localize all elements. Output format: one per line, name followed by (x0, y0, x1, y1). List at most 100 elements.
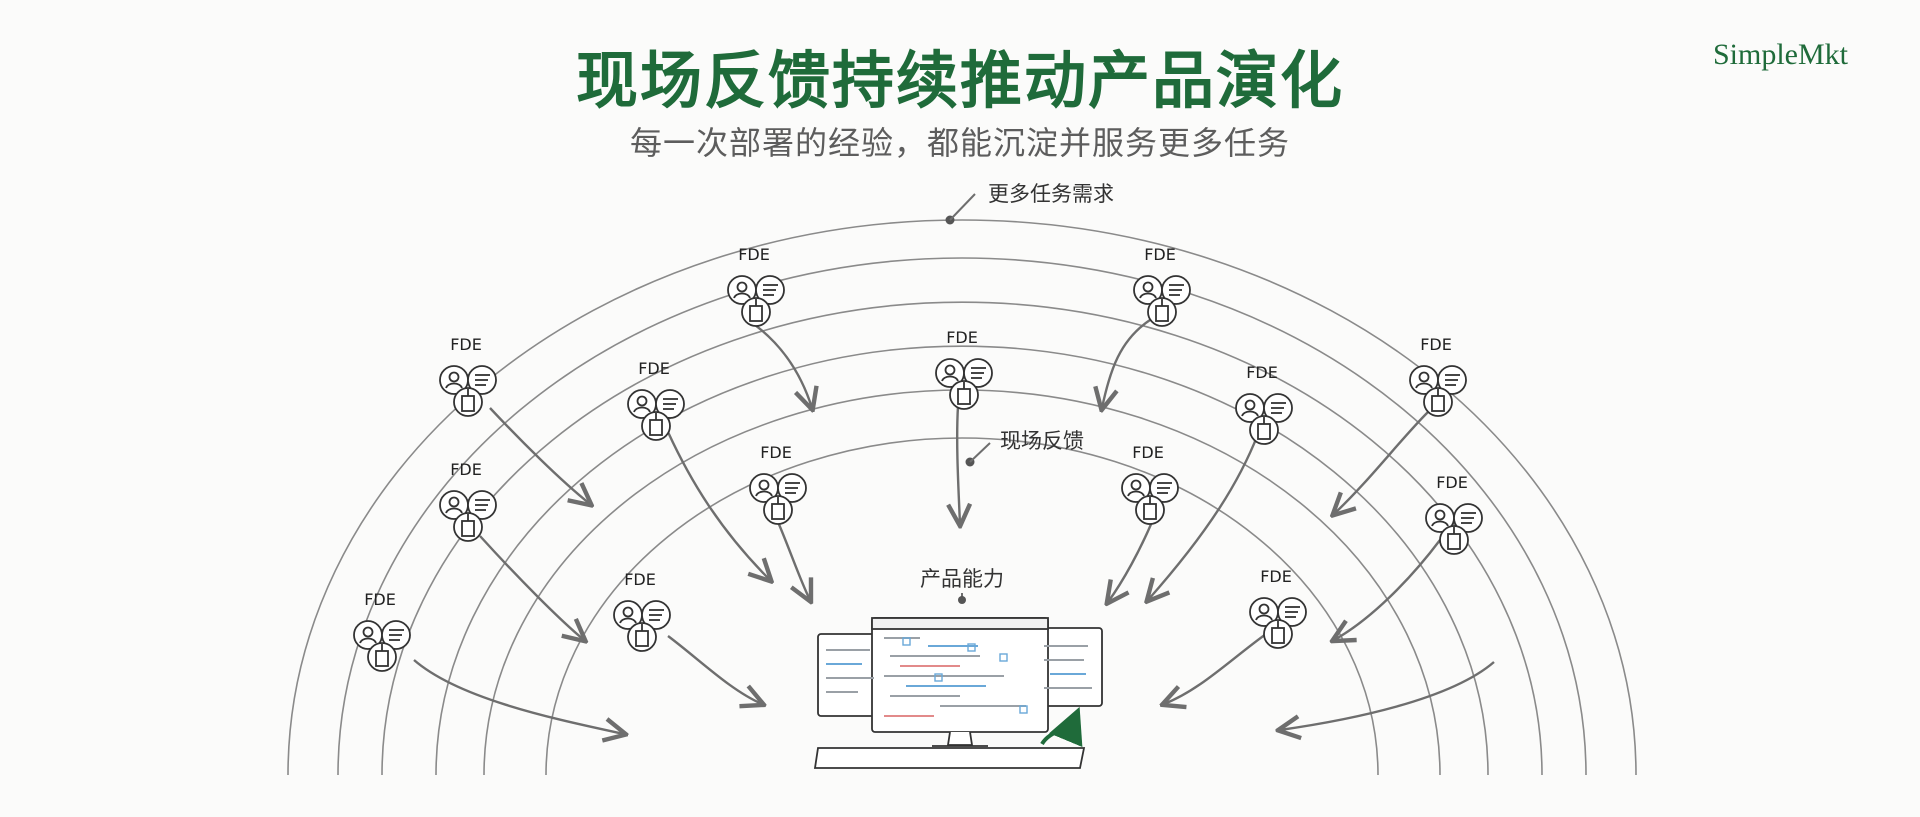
person-body (633, 406, 651, 413)
feedback-arrow-7 (1148, 433, 1260, 600)
building-icon (763, 495, 793, 525)
fde-node-label: FDE (1420, 335, 1452, 354)
monitor-stand (946, 731, 974, 746)
person-head (1258, 603, 1270, 615)
building-icon (367, 642, 397, 672)
person-head (362, 626, 374, 638)
fde-node: FDE (439, 335, 497, 417)
fde-node: FDE (749, 443, 807, 525)
fde-node: FDE (439, 460, 497, 542)
building-icon (1147, 297, 1177, 327)
person-body (1431, 520, 1449, 527)
building-icon (1135, 495, 1165, 525)
outer-label-text: 更多任务需求 (988, 182, 1114, 206)
fde-node: FDE (1133, 245, 1191, 327)
building-icon (1423, 387, 1453, 417)
building-icon (627, 622, 657, 652)
product-capability-label: 产品能力 (920, 567, 1004, 604)
circular-arrow-icon (1040, 706, 1083, 748)
fde-node-label: FDE (450, 335, 482, 354)
screen-content (826, 637, 1092, 717)
person-body (619, 617, 637, 624)
ring-6 (545, 437, 1379, 776)
building-icon (453, 512, 483, 542)
ring-4 (435, 345, 1489, 776)
feedback-arrow-5 (1334, 411, 1429, 514)
fde-nodes: FDE FDE FDE FDE FDE FDE FDE FDE FDE FDE FDE FDE FDE F… (353, 245, 1483, 672)
computer-base (813, 747, 1086, 769)
page-title: 现场反馈持续推动产品演化 (575, 44, 1344, 117)
outer-label-leader (949, 193, 976, 221)
feedback-arrow-11 (1334, 539, 1441, 640)
fde-node: FDE (627, 359, 685, 441)
person-head (944, 364, 956, 376)
fde-node-label: FDE (760, 443, 792, 462)
feedback-arrow-13 (1280, 661, 1495, 730)
screen-box-5 (1019, 705, 1028, 714)
building-icon (1439, 525, 1469, 555)
feedback-arrow-3 (957, 405, 960, 524)
building-icon (741, 297, 771, 327)
fde-node-label: FDE (1436, 473, 1468, 492)
person-head (448, 496, 460, 508)
outer-demand-label: 更多任务需求 (945, 182, 1114, 225)
fde-node-label: FDE (624, 570, 656, 589)
person-head (758, 479, 770, 491)
fde-node: FDE (353, 590, 411, 672)
feedback-arrow-10 (479, 535, 584, 640)
fde-node: FDE (1425, 473, 1483, 555)
ring-3 (381, 301, 1543, 776)
fde-node: FDE (1121, 443, 1179, 525)
fde-node-label: FDE (738, 245, 770, 264)
fde-node: FDE (613, 570, 671, 652)
ring-2 (337, 257, 1587, 776)
person-body (1241, 410, 1259, 417)
person-head (1244, 399, 1256, 411)
person-head (636, 395, 648, 407)
person-head (448, 371, 460, 383)
center-label-text: 产品能力 (920, 567, 1004, 591)
fde-node-label: FDE (1144, 245, 1176, 264)
feedback-arrows (413, 319, 1495, 734)
person-body (733, 292, 751, 299)
fde-node: FDE (727, 245, 785, 327)
feedback-arrow-8 (776, 521, 810, 600)
center-label-dot (958, 596, 966, 604)
brand-logo: SimpleMkt (1712, 38, 1848, 71)
feedback-arrow-12 (413, 659, 624, 734)
building-icon (453, 387, 483, 417)
screen-box-3 (999, 653, 1008, 662)
screen-box-4 (934, 673, 943, 682)
ring-1 (287, 219, 1637, 776)
middle-label-text: 现场反馈 (1000, 429, 1084, 453)
fde-node-label: FDE (450, 460, 482, 479)
person-body (755, 490, 773, 497)
fde-node: FDE (1409, 335, 1467, 417)
person-head (1418, 371, 1430, 383)
feedback-arrow-2 (1102, 319, 1151, 408)
fde-node: FDE (1235, 363, 1293, 445)
person-body (1415, 382, 1433, 389)
person-body (941, 375, 959, 382)
person-body (445, 382, 463, 389)
feedback-arrow-6 (666, 431, 770, 580)
page-subtitle: 每一次部署的经验，都能沉淀并服务更多任务 (629, 124, 1290, 162)
computer-monitor-icon (813, 617, 1103, 769)
person-body (1127, 490, 1145, 497)
middle-label-leader (969, 442, 991, 463)
feedback-arrow-9 (1108, 521, 1154, 602)
fde-node-label: FDE (1260, 567, 1292, 586)
fde-node: FDE (935, 328, 993, 410)
person-head (736, 281, 748, 293)
fde-node-label: FDE (1132, 443, 1164, 462)
person-head (622, 606, 634, 618)
person-head (1130, 479, 1142, 491)
center-monitor-bar (871, 617, 1049, 630)
building-icon (1263, 619, 1293, 649)
person-body (359, 637, 377, 644)
building-icon (1249, 415, 1279, 445)
fde-node-label: FDE (364, 590, 396, 609)
fde-node-label: FDE (638, 359, 670, 378)
